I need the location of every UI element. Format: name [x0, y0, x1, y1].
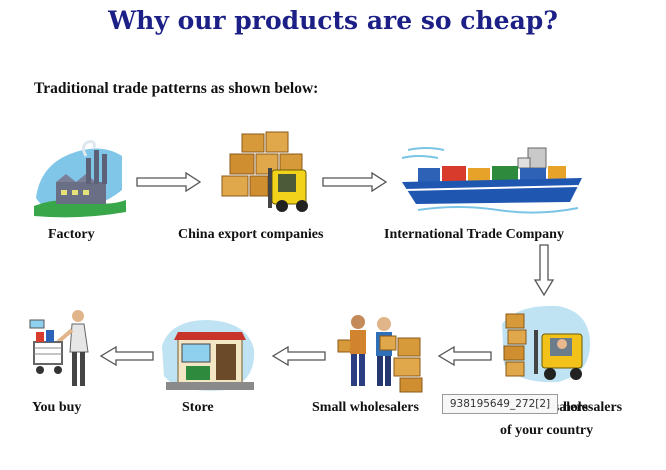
step-label-your-wholesalers-line2: of your country — [500, 423, 594, 438]
step-label-factory: Factory — [48, 227, 95, 242]
shopper-cart-icon — [29, 310, 89, 386]
step-label-china-export: China export companies — [178, 227, 324, 242]
warehouse-forklift-icon — [502, 305, 590, 383]
diagram-subtitle: Traditional trade patterns as shown belo… — [34, 80, 319, 97]
arrow-wholesalers-to-small — [437, 345, 492, 367]
step-label-you-buy: You buy — [32, 400, 82, 415]
page-title: Why our products are so cheap? — [108, 6, 558, 35]
arrow-export-to-trade — [322, 171, 388, 193]
factory-icon — [34, 140, 126, 218]
arrow-trade-down-to-wholesalers — [533, 244, 555, 297]
forklift-boxes-icon — [221, 131, 308, 212]
image-id-tooltip: 938195649_272[2] — [442, 394, 558, 414]
arrow-store-to-you — [99, 345, 154, 367]
arrow-factory-to-export — [136, 171, 202, 193]
cargo-ship-icon — [401, 147, 582, 214]
step-label-store: Store — [182, 400, 214, 415]
workers-boxes-icon — [337, 315, 423, 393]
step-label-small-wholesalers: Small wholesalers — [312, 400, 419, 415]
arrow-small-to-store — [271, 345, 326, 367]
store-icon — [162, 320, 255, 391]
step-label-international-trade: International Trade Company — [384, 227, 564, 242]
step-label-your-wholesalers-visible: holesalers — [563, 400, 623, 415]
